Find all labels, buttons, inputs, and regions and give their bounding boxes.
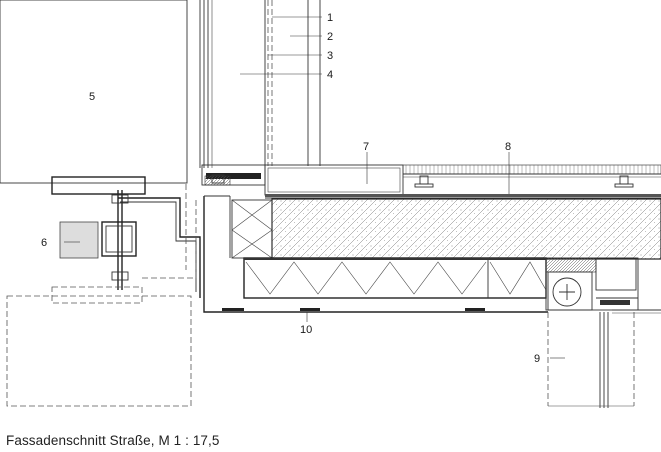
glazing-lines [199, 0, 321, 168]
steel-bracket [111, 190, 201, 298]
soffit-outline [203, 195, 548, 313]
label-5: 5 [89, 91, 95, 103]
label-8: 8 [505, 141, 511, 153]
label-1: 1 [327, 12, 333, 24]
element-6 [59, 221, 137, 259]
facade-section-drawing: 1 2 3 4 5 6 7 8 9 10 [0, 0, 661, 408]
insulation-left [231, 199, 273, 259]
concrete-slab [271, 198, 661, 260]
drawing-caption: Fassadenschnitt Straße, M 1 : 17,5 [6, 433, 220, 448]
label-9: 9 [534, 353, 540, 365]
insulation-band [243, 257, 547, 299]
label-4: 4 [327, 69, 333, 81]
membrane [265, 194, 661, 199]
callout-labels: 1 2 3 4 5 6 7 8 9 10 [41, 12, 540, 365]
element-7-box [264, 164, 404, 196]
leader-lines [64, 16, 565, 359]
element-8-grating [402, 164, 661, 188]
element-5-box [0, 0, 188, 184]
label-7: 7 [363, 141, 369, 153]
right-end-block [545, 257, 639, 311]
sill-bracket [51, 164, 266, 195]
label-6: 6 [41, 237, 47, 249]
right-lower-frame [547, 309, 661, 408]
label-3: 3 [327, 50, 333, 62]
label-2: 2 [327, 31, 333, 43]
dashed-lower-box [6, 184, 197, 407]
label-10: 10 [300, 324, 312, 336]
round-duct [547, 271, 593, 311]
